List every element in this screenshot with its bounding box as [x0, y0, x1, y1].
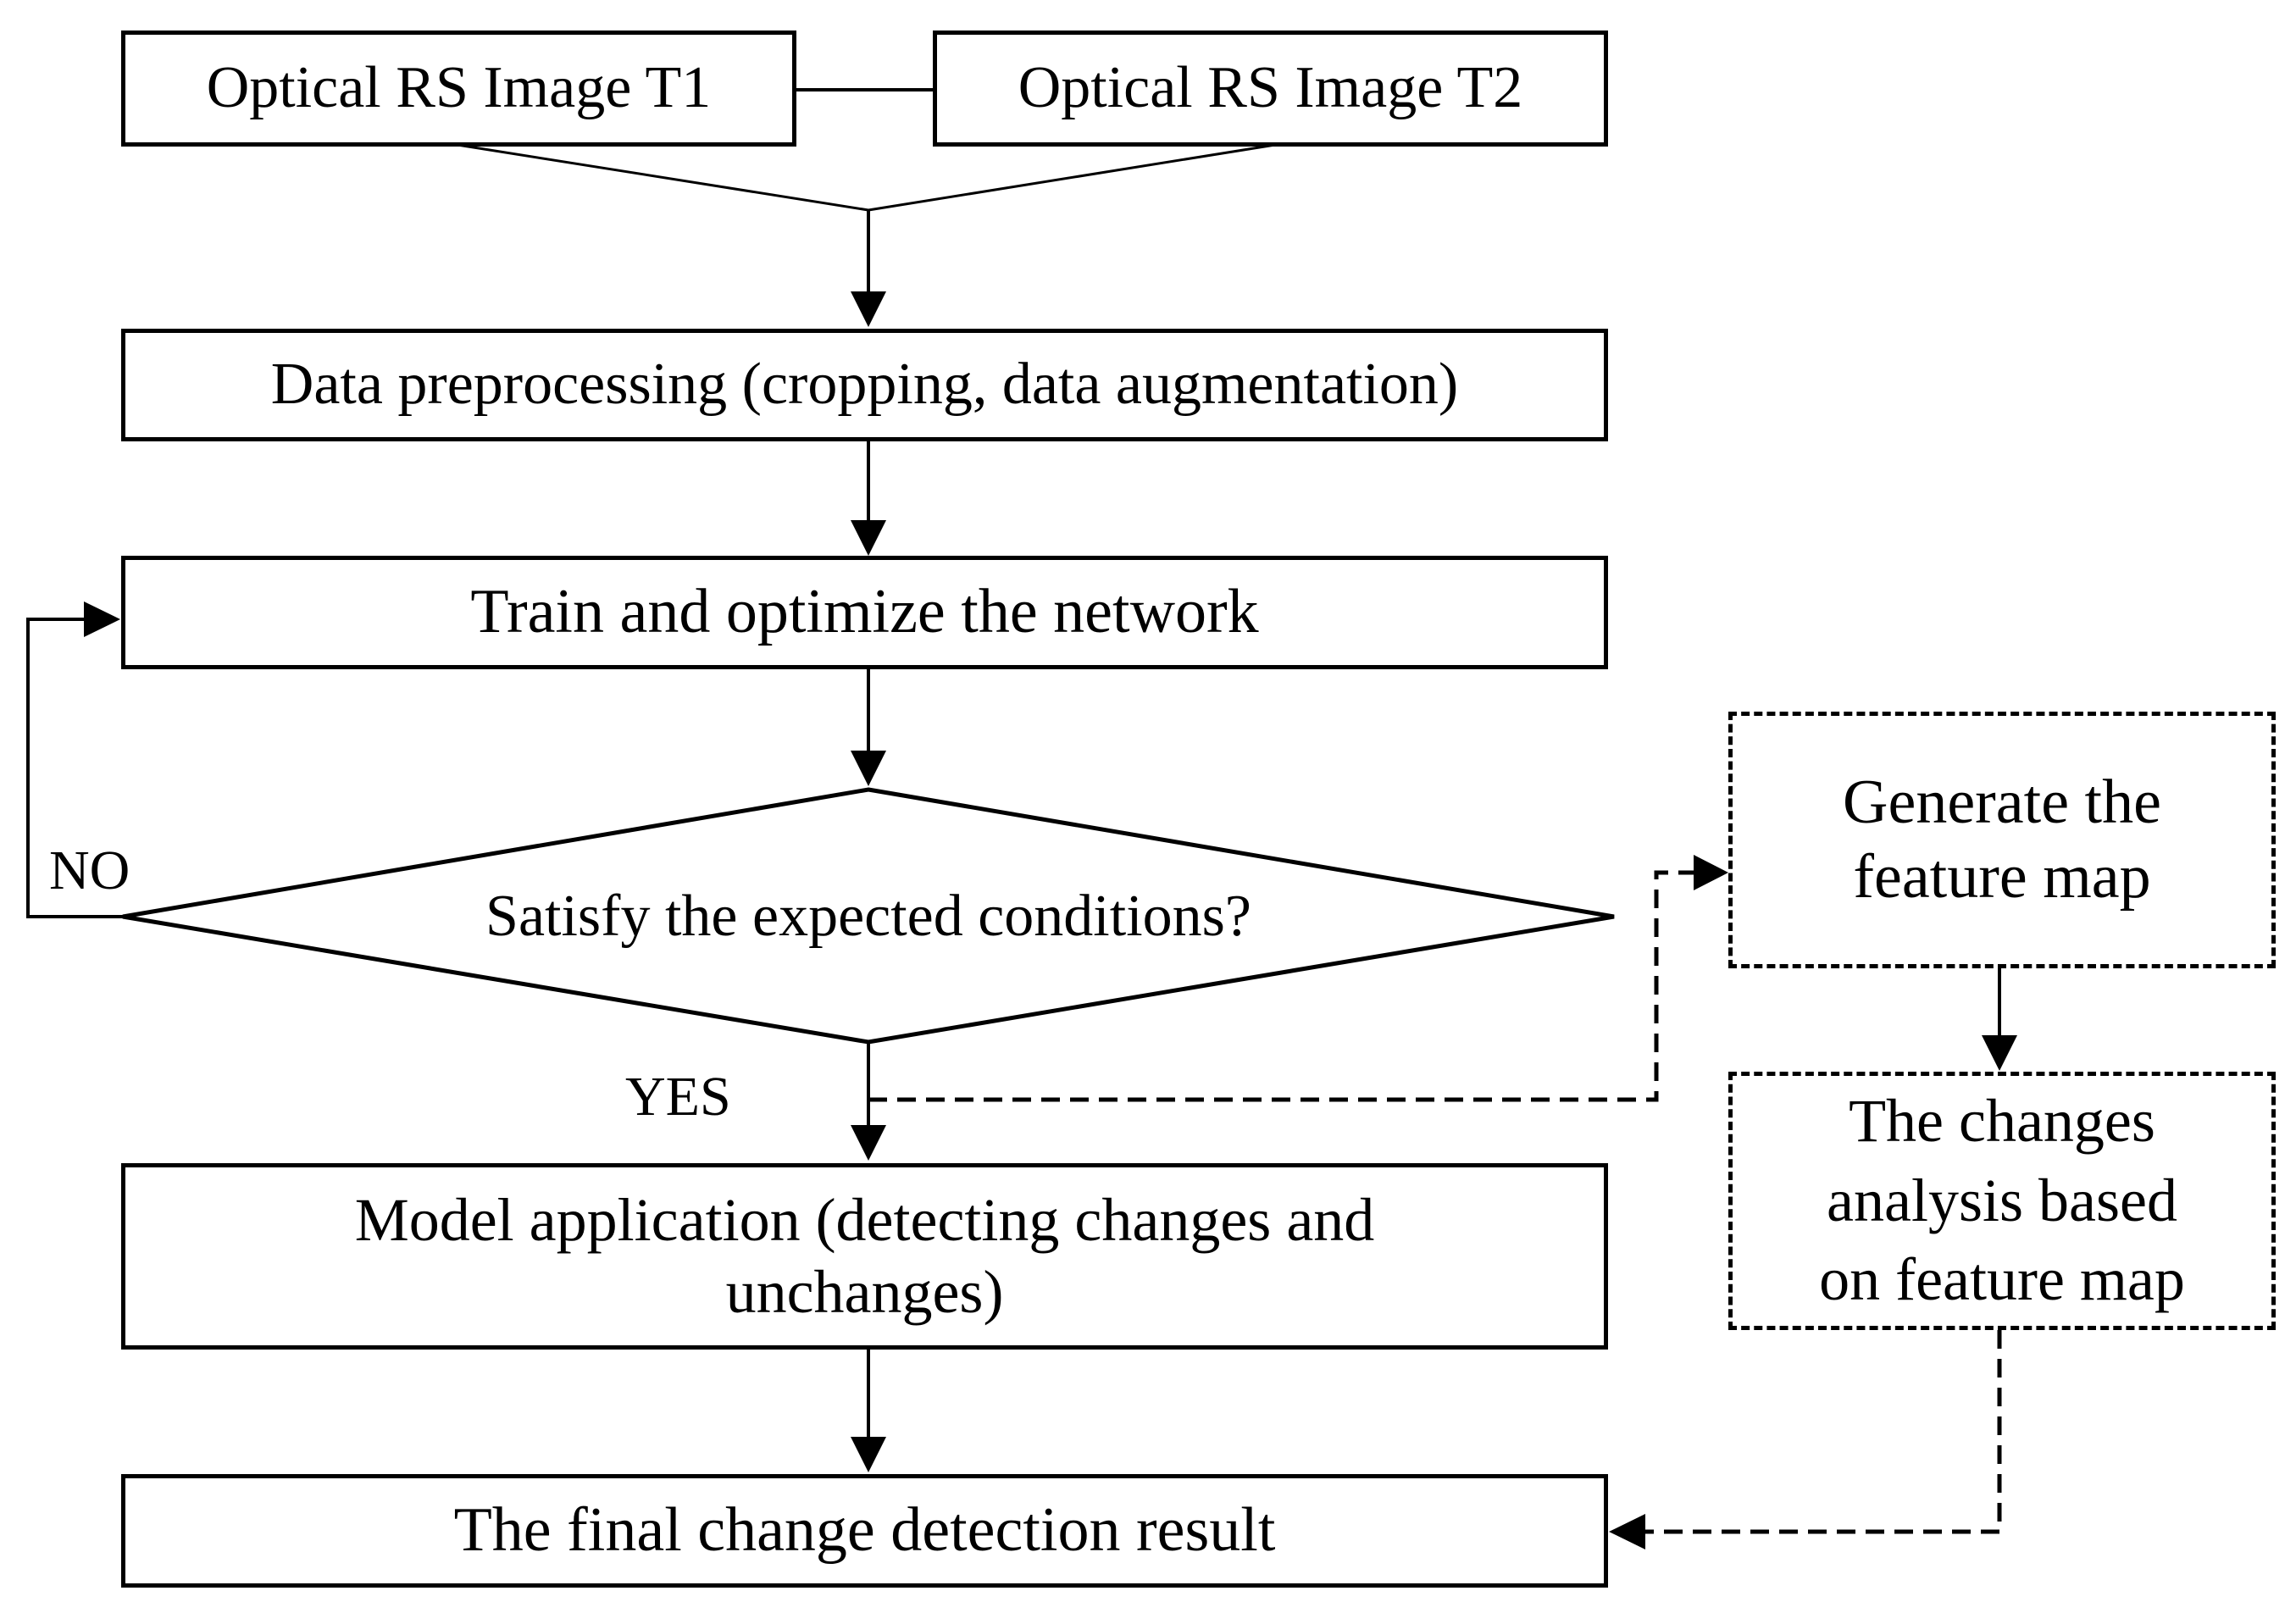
optical-image-t1-box: Optical RS Image T1 [121, 30, 796, 147]
train-label: Train and optimize the network [470, 577, 1259, 647]
model-application-label-line2: unchanges) [725, 1258, 1004, 1326]
loop-no-path [26, 618, 123, 918]
arrowhead-merge-to-preprocessing [851, 291, 886, 327]
condition-label-wrap: Satisfy the expected conditions? [292, 881, 1445, 952]
preprocessing-label: Data preprocessing (cropping, data augme… [270, 352, 1459, 418]
changes-analysis-box: The changes analysis based on feature ma… [1728, 1072, 2276, 1330]
arrowhead-model-to-final [851, 1437, 886, 1472]
model-application-box: Model application (detecting changes and… [121, 1163, 1608, 1350]
preprocessing-box: Data preprocessing (cropping, data augme… [121, 329, 1608, 441]
arrowhead-yes-to-model [851, 1125, 886, 1161]
generate-feature-map-line1: Generate the [1843, 768, 2161, 838]
generate-feature-map-box: Generate the feature map [1728, 712, 2276, 968]
optical-image-t2-label: Optical RS Image T2 [1018, 55, 1523, 121]
no-label: NO [49, 840, 130, 901]
final-result-label: The final change detection result [453, 1495, 1276, 1566]
optical-image-t2-box: Optical RS Image T2 [933, 30, 1608, 147]
changes-analysis-line2: analysis based [1827, 1166, 2177, 1234]
condition-label: Satisfy the expected conditions? [485, 884, 1251, 949]
merge-line-t2 [868, 143, 1276, 212]
arrowhead-train-to-condition [851, 751, 886, 786]
changes-analysis-line1: The changes [1849, 1087, 2155, 1156]
final-result-box: The final change detection result [121, 1474, 1608, 1588]
arrowhead-no-to-train [84, 601, 120, 637]
merge-line-t1 [457, 143, 869, 212]
changes-analysis-line3: on feature map [1819, 1245, 2185, 1314]
generate-feature-map-line2: feature map [1853, 841, 2151, 912]
arrowhead-analysis-to-final [1609, 1514, 1645, 1549]
optical-image-t1-label: Optical RS Image T1 [206, 55, 712, 121]
arrowhead-to-feature-map [1694, 855, 1728, 890]
train-box: Train and optimize the network [121, 556, 1608, 669]
model-application-label-line1: Model application (detecting changes and [354, 1186, 1375, 1255]
arrowhead-feature-map-to-analysis [1982, 1035, 2017, 1071]
dashed-analysis-to-final [1644, 1330, 2002, 1534]
yes-label: YES [625, 1066, 731, 1128]
arrowhead-preprocessing-to-train [851, 520, 886, 556]
dashed-yes-to-feature-map [868, 870, 1694, 1102]
